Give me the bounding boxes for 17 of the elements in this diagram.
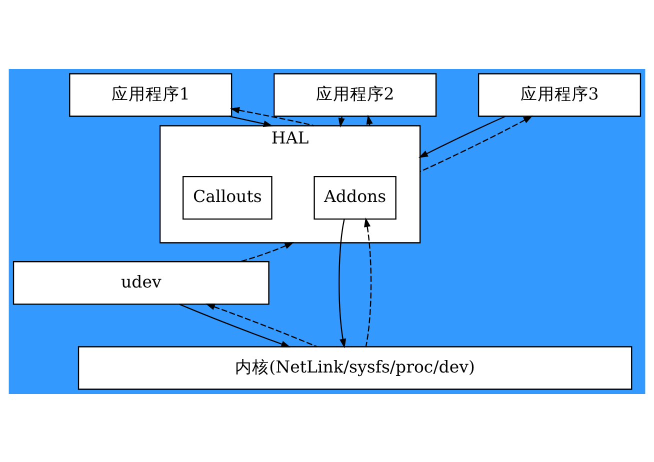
node-box: 应用程序2 <box>274 72 437 116</box>
node-box: 应用程序1 <box>69 72 232 116</box>
node-box: udev <box>12 260 270 304</box>
node-box: Callouts <box>182 175 272 220</box>
arrow <box>338 218 346 348</box>
arrow <box>418 115 506 158</box>
arrow <box>230 106 314 126</box>
arrow <box>229 115 273 126</box>
node-box: Addons <box>314 175 396 220</box>
arrow <box>240 242 294 262</box>
node-box: 内核(NetLink/sysfs/proc/dev) <box>78 346 632 390</box>
arrow <box>205 303 317 347</box>
arrow <box>366 114 373 126</box>
arrow <box>179 303 291 347</box>
node-box: 应用程序3 <box>478 72 642 116</box>
arrow <box>364 216 372 346</box>
arrow <box>420 115 533 172</box>
